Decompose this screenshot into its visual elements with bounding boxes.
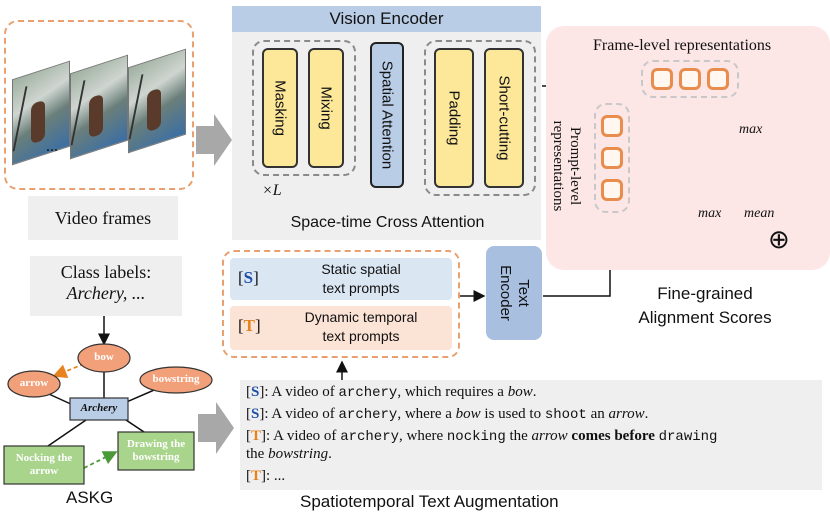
prompt-level-label: Prompt-level representations xyxy=(544,96,588,236)
text-encoder-block: Text Encoder xyxy=(486,246,542,340)
frame-rep-box-3 xyxy=(707,68,729,90)
static-tag: [S] xyxy=(238,268,259,287)
askg-bowstring-label: bowstring xyxy=(152,373,200,385)
short-cutting-block: Short-cutting xyxy=(484,48,524,188)
grey-arrow-frames xyxy=(196,114,232,166)
padding-label: Padding xyxy=(445,90,463,146)
frame-level-label: Frame-level representations xyxy=(593,37,772,54)
mean-label: mean xyxy=(744,206,775,221)
fine-grained-caption: Fine-grained Alignment Scores xyxy=(620,282,790,330)
dynamic-tag: [T] xyxy=(238,316,261,335)
padding-block: Padding xyxy=(434,48,474,188)
fine-grained-line2: Alignment Scores xyxy=(638,308,772,327)
video-frame-2 xyxy=(70,54,128,160)
mixing-block: Mixing xyxy=(308,48,344,168)
aug-line-2: [S]: A video of archery, where a bow is … xyxy=(246,406,649,423)
askg-node-arrow xyxy=(7,370,61,398)
askg-bow-label: bow xyxy=(94,351,114,363)
video-frames-label: Video frames xyxy=(28,196,178,240)
dynamic-line1: Dynamic temporal xyxy=(304,309,418,325)
class-labels-box: Class labels: Archery, ... xyxy=(30,256,182,316)
prompt-rep-box-3 xyxy=(601,179,623,201)
text-encoder-line1: Text xyxy=(515,279,532,307)
spatial-attention-block: Spatial Attention xyxy=(370,42,404,188)
askg-node-nocking xyxy=(3,445,85,485)
video-frame-1 xyxy=(12,60,70,166)
dynamic-prompt-box: [T] Dynamic temporal text prompts xyxy=(230,306,452,350)
masking-mixing-group xyxy=(252,40,356,176)
frame-rep-box-1 xyxy=(651,68,673,90)
masking-block: Masking xyxy=(262,48,298,168)
masking-label: Masking xyxy=(271,80,289,136)
frame-rep-box-2 xyxy=(679,68,701,90)
max-label-col: max xyxy=(698,206,722,221)
sum-icon: ⊕ xyxy=(768,225,790,254)
class-labels-title: Class labels: xyxy=(60,262,152,282)
askg-node-bowstring xyxy=(139,366,213,394)
class-labels-value: Archery, ... xyxy=(66,283,146,303)
video-frame-3 xyxy=(128,48,186,154)
askg-node-archery xyxy=(69,397,129,421)
prompt-rep-box-2 xyxy=(601,147,623,169)
fine-grained-line1: Fine-grained xyxy=(657,284,753,303)
aug-line-4: the bowstring. xyxy=(246,446,332,462)
askg-arrow-label: arrow xyxy=(19,377,49,389)
prompt-level-group xyxy=(594,103,630,213)
augmentation-box: [S]: A video of archery, which requires … xyxy=(240,380,822,490)
static-prompt-box: [S] Static spatial text prompts xyxy=(230,258,452,300)
aug-line-1: [S]: A video of archery, which requires … xyxy=(246,384,537,401)
prompt-level-line2: representations xyxy=(550,120,566,212)
repeat-label: ×L xyxy=(262,182,282,199)
aug-line-3: [T]: A video of archery, where nocking t… xyxy=(246,428,718,445)
static-line1: Static spatial xyxy=(321,261,401,277)
frame-level-group xyxy=(641,60,739,98)
alignment-panel xyxy=(546,26,830,270)
askg-archery-label: Archery xyxy=(80,402,118,414)
prompt-rep-box-1 xyxy=(601,115,623,137)
space-time-cross-attention-caption: Space-time Cross Attention xyxy=(290,214,485,231)
text-encoder-line2: Encoder xyxy=(497,265,514,321)
frames-ellipsis: ... xyxy=(46,138,58,155)
askg-node-bow xyxy=(77,343,131,373)
dynamic-line2: text prompts xyxy=(322,328,400,344)
askg-label: ASKG xyxy=(66,488,114,507)
padding-shortcut-group xyxy=(424,40,536,196)
spatial-attention-label: Spatial Attention xyxy=(378,60,396,170)
augmentation-title: Spatiotemporal Text Augmentation xyxy=(300,492,559,511)
vision-encoder-title: Vision Encoder xyxy=(232,6,541,32)
text-prompts-group xyxy=(222,250,460,358)
mixing-label: Mixing xyxy=(317,86,335,130)
short-cutting-label: Short-cutting xyxy=(495,75,513,161)
video-frames-group xyxy=(4,20,194,190)
aug-line-5: [T]: ... xyxy=(246,468,286,484)
askg-node-drawing xyxy=(117,431,195,471)
grey-arrow-askg xyxy=(198,402,234,454)
prompt-level-line1: Prompt-level xyxy=(567,126,583,206)
static-line2: text prompts xyxy=(322,280,400,296)
max-label-row: max xyxy=(739,122,763,137)
